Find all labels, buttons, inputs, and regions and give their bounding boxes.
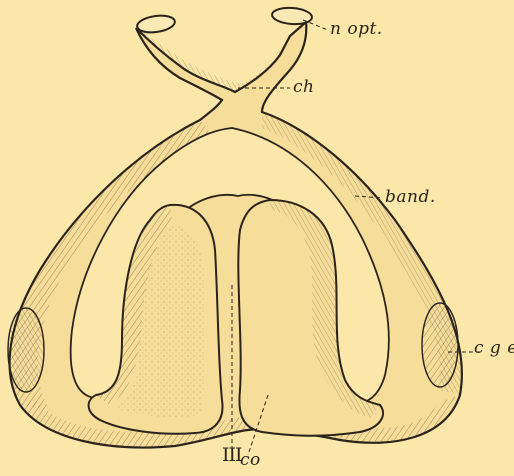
label-band: band. bbox=[385, 189, 436, 206]
right-geniculate bbox=[422, 303, 458, 387]
label-co: co bbox=[240, 452, 261, 469]
label-ch: ch bbox=[293, 79, 314, 96]
label-n-opt: n opt. bbox=[330, 21, 383, 38]
label-cge: c g e bbox=[474, 340, 514, 357]
left-geniculate bbox=[8, 308, 44, 392]
right-nerve-stump bbox=[271, 7, 312, 26]
label-III: III bbox=[222, 446, 242, 465]
left-nerve-stump bbox=[136, 13, 176, 34]
